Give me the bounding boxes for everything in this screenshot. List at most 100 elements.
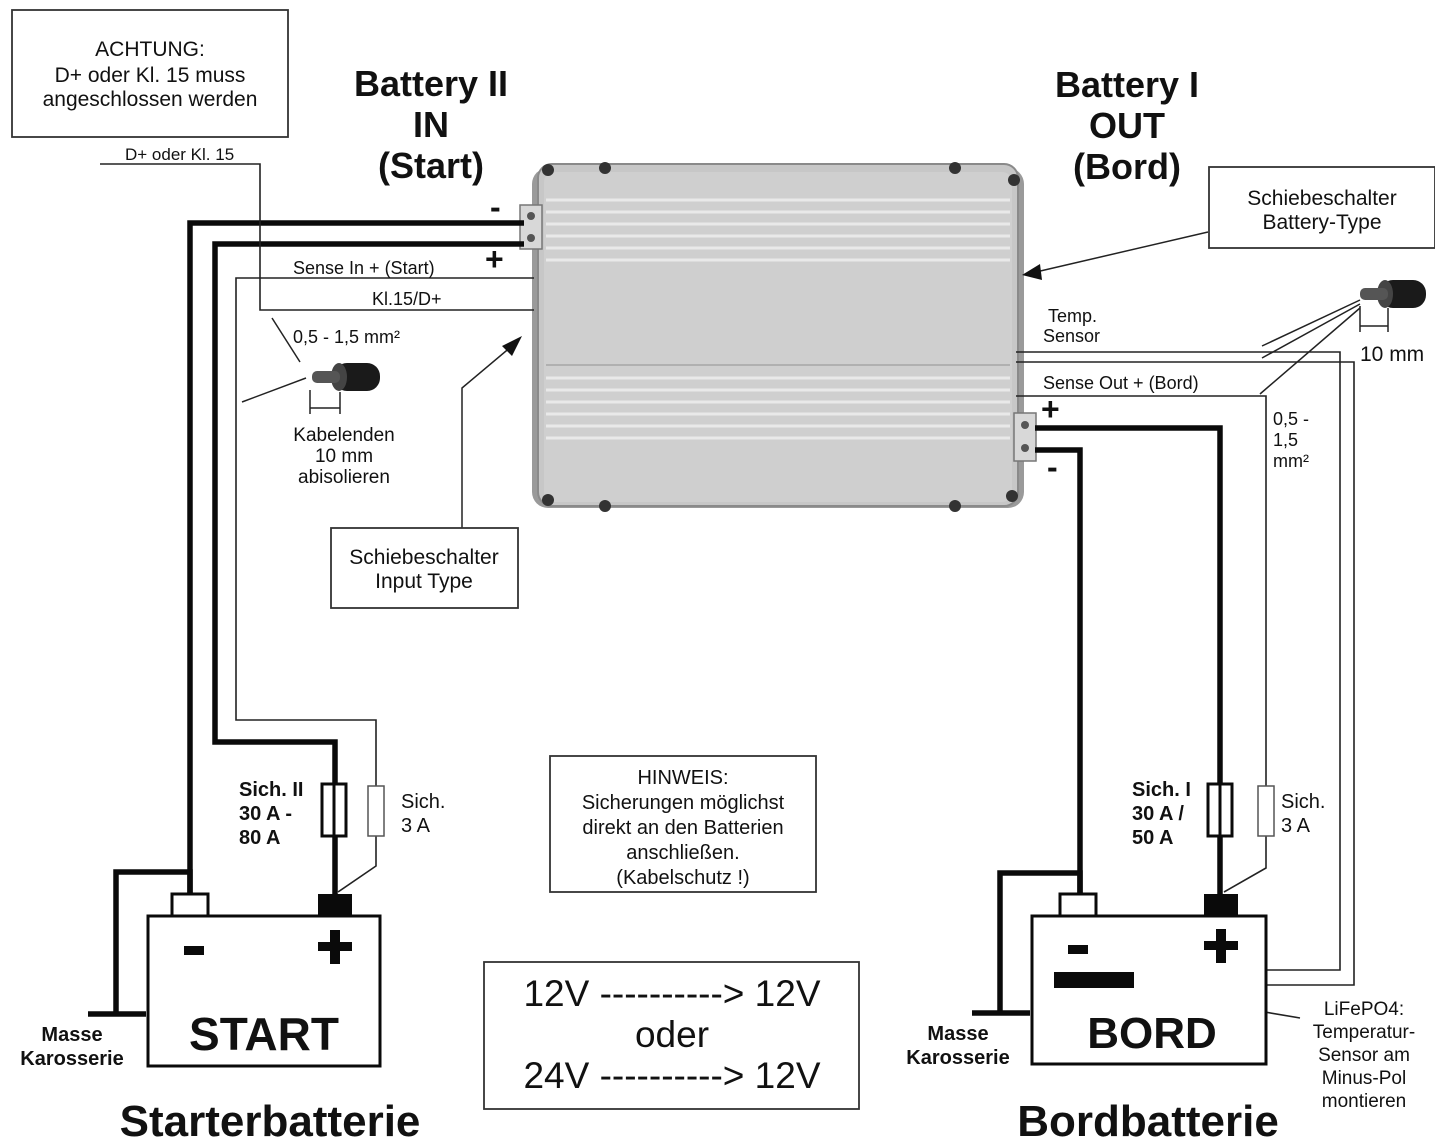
ground-start-line-2: Karosserie	[20, 1048, 123, 1070]
wire-sense-out-lower	[1223, 836, 1267, 893]
wire-bord-minus	[1035, 447, 1083, 896]
switch-battery-line-1: Schiebeschalter	[1247, 187, 1396, 210]
cross-section-right-line-2: 1,5	[1273, 430, 1298, 450]
temperature-sensor	[1054, 972, 1134, 988]
start-minus-sign	[184, 946, 204, 955]
battery1-heading-line-2: OUT	[1089, 105, 1165, 146]
fuse1-small-line-1: Sich.	[1281, 791, 1325, 813]
warning-line-3: angeschlossen werden	[43, 88, 258, 111]
battery2-heading-line-3: (Start)	[378, 145, 484, 186]
fuse-start-small	[367, 785, 385, 837]
wire-sense-in	[235, 277, 534, 786]
strip-note: Kabelenden 10 mm abisolieren	[293, 425, 394, 488]
cross-section-right: 0,5 - 1,5 mm²	[1273, 409, 1309, 471]
switch-battery-line-2: Battery-Type	[1262, 211, 1381, 234]
device-ribs-bottom	[546, 376, 1010, 440]
fuse2-small-line-2: 3 A	[401, 815, 431, 837]
ground-start	[113, 869, 193, 1014]
lifepo4-line-5: montieren	[1322, 1091, 1407, 1112]
start-minus-pole	[170, 892, 210, 918]
temp-sensor-label-1: Temp.	[1048, 306, 1097, 326]
battery2-heading-line-1: Battery II	[354, 63, 508, 104]
hinweis-line-2: Sicherungen möglichst	[582, 792, 785, 814]
bord-battery: BORD	[1030, 892, 1268, 1066]
battery2-heading-line-2: IN	[413, 104, 449, 145]
input-terminal-block	[519, 204, 543, 250]
switch-input-box: Schiebeschalter Input Type	[330, 527, 519, 609]
fuse2-line-1: Sich. II	[239, 779, 303, 801]
warning-line-1: ACHTUNG:	[95, 38, 205, 61]
bord-battery-label: BORD	[1087, 1009, 1217, 1058]
output-plus-mark: +	[1041, 391, 1060, 427]
fuse1-small-line-2: 3 A	[1281, 815, 1311, 837]
kl15-label: Kl.15/D+	[372, 289, 442, 309]
switch-input-line-1: Schiebeschalter	[349, 546, 498, 569]
fuse-bord-small	[1257, 785, 1275, 837]
charger-device	[519, 162, 1037, 512]
fuse2-small-line-1: Sich.	[401, 791, 445, 813]
temp-sensor-label-2: Sensor	[1043, 326, 1100, 346]
cross-section-left-label: 0,5 - 1,5 mm²	[293, 327, 400, 347]
fuse1-line-1: Sich. I	[1132, 779, 1191, 801]
hinweis-line-3: direkt an den Batterien	[582, 817, 783, 839]
hinweis-line-5: (Kabelschutz !)	[616, 867, 749, 889]
voltage-line-3: 24V ----------> 12V	[523, 1055, 820, 1096]
arrowhead-switch-battery	[1022, 264, 1042, 280]
fuse2-line-3: 80 A	[239, 827, 281, 849]
lifepo4-note: LiFePO4: Temperatur- Sensor am Minus-Pol…	[1313, 999, 1415, 1112]
fuse2-line-2: 30 A -	[239, 803, 292, 825]
device-ribs-top	[546, 198, 1010, 262]
ground-bord-line-1: Masse	[927, 1023, 988, 1045]
fuse2-small-label: Sich. 3 A	[401, 791, 445, 837]
lifepo4-line-3: Sensor am	[1318, 1045, 1410, 1066]
output-terminal-block	[1013, 412, 1037, 462]
output-minus-mark: -	[1047, 449, 1058, 485]
arrowhead-switch-input	[502, 336, 522, 356]
sense-out-label: Sense Out + (Bord)	[1043, 373, 1199, 393]
lifepo4-line-4: Minus-Pol	[1322, 1068, 1406, 1089]
start-battery: START	[146, 892, 382, 1068]
bord-plus-pole	[1204, 894, 1238, 916]
dplus-label: D+ oder Kl. 15	[125, 145, 234, 164]
voltage-box: 12V ----------> 12V oder 24V ---------->…	[483, 961, 860, 1110]
start-plus-sign-v	[330, 930, 340, 964]
wire-sense-out	[1016, 395, 1267, 786]
hinweis-line-4: anschließen.	[626, 842, 739, 864]
lifepo4-line-2: Temperatur-	[1313, 1022, 1415, 1043]
ground-bord	[997, 870, 1083, 1013]
pointer-cross-section-left	[271, 317, 301, 363]
hinweis-line-1: HINWEIS:	[637, 767, 728, 789]
fuse1-line-2: 30 A /	[1132, 803, 1184, 825]
pointers	[271, 231, 1209, 528]
warning-box: ACHTUNG: D+ oder Kl. 15 muss angeschloss…	[11, 9, 289, 138]
bord-minus-sign	[1068, 945, 1088, 954]
fuse-bord-main	[1206, 782, 1234, 838]
fuse-start-main	[320, 782, 348, 838]
voltage-line-1: 12V ----------> 12V	[523, 973, 820, 1014]
switch-battery-box: Schiebeschalter Battery-Type	[1208, 166, 1435, 249]
cross-section-right-line-1: 0,5 -	[1273, 409, 1309, 429]
fuse2-label: Sich. II 30 A - 80 A	[239, 779, 303, 849]
strip-note-line-2: 10 mm	[315, 446, 373, 467]
lifepo4-line-1: LiFePO4:	[1324, 999, 1404, 1020]
start-battery-label: START	[189, 1008, 339, 1060]
wire-sense-in-lower	[337, 836, 377, 893]
cable-end-right	[1259, 280, 1426, 395]
strip-note-line-3: abisolieren	[298, 467, 390, 488]
wire-start-minus	[187, 220, 524, 896]
battery1-heading-line-1: Battery I	[1055, 64, 1199, 105]
cable-end-left	[241, 363, 380, 414]
sense-in-label: Sense In + (Start)	[293, 258, 435, 278]
cross-section-right-line-3: mm²	[1273, 451, 1309, 471]
battery1-heading: Battery I OUT (Bord)	[1055, 64, 1199, 187]
ground-label-bord: Masse Karosserie	[906, 1023, 1009, 1069]
wire-dplus	[100, 163, 534, 311]
ground-start-line-1: Masse	[41, 1024, 102, 1046]
start-plus-pole	[318, 894, 352, 916]
fuse1-line-3: 50 A	[1132, 827, 1174, 849]
ground-label-start: Masse Karosserie	[20, 1024, 123, 1070]
strip-right-label: 10 mm	[1360, 343, 1424, 366]
starter-caption: Starterbatterie	[120, 1097, 421, 1142]
voltage-line-2: oder	[635, 1014, 709, 1055]
